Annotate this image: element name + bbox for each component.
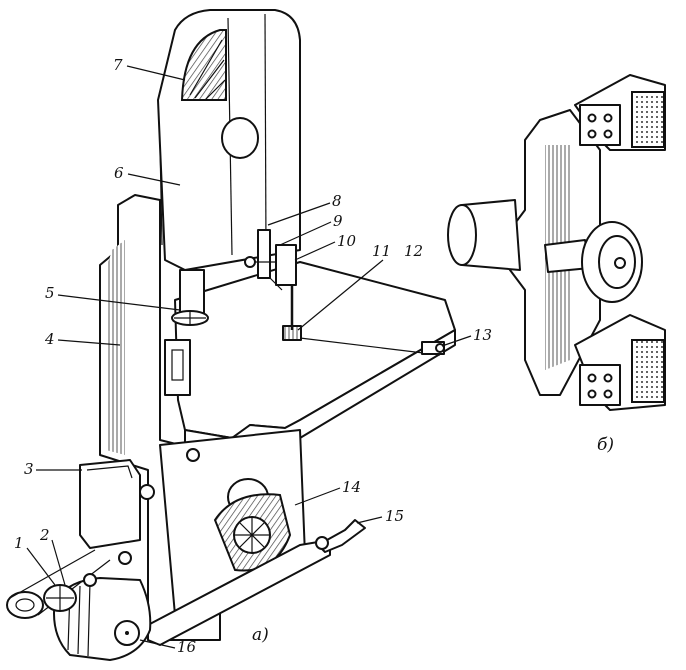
upper-wheel bbox=[180, 29, 227, 101]
clamp-bolt-icon bbox=[587, 129, 597, 139]
blade-guide-post bbox=[257, 229, 271, 279]
figure-captions: а) б) bbox=[252, 435, 614, 645]
brake-pedal-lever[interactable] bbox=[317, 519, 366, 553]
housing-seam-2 bbox=[264, 13, 267, 251]
label-14: 14 bbox=[342, 478, 361, 496]
tension-handwheel-spokes bbox=[46, 586, 74, 610]
clamp-plate-top bbox=[579, 104, 621, 146]
leader-lines bbox=[26, 65, 472, 649]
label-12: 12 bbox=[404, 242, 423, 260]
machine-base bbox=[147, 539, 331, 646]
wooden-block-bottom bbox=[631, 339, 665, 403]
wooden-block-top bbox=[631, 91, 665, 148]
column-gauge bbox=[164, 339, 191, 396]
label-10: 10 bbox=[337, 232, 357, 250]
blade-guide-detail bbox=[447, 74, 666, 411]
clamp-bolt-icon bbox=[603, 389, 613, 399]
housing-knob-icon bbox=[186, 448, 200, 462]
label-6: 6 bbox=[114, 164, 124, 182]
upper-wheel-spokes bbox=[189, 39, 226, 101]
upper-shaft-boss bbox=[221, 117, 259, 159]
column-gauge-window bbox=[171, 349, 184, 381]
switch-knob-icon[interactable] bbox=[139, 484, 155, 500]
label-8: 8 bbox=[332, 192, 342, 210]
column-hatch bbox=[106, 240, 125, 455]
belt-pulley-inner bbox=[15, 598, 35, 612]
band-saw-machine bbox=[6, 9, 456, 661]
belt-pulley bbox=[6, 591, 44, 619]
label-7: 7 bbox=[113, 56, 123, 74]
label-11: 11 bbox=[372, 242, 391, 260]
clamp-bolt-icon bbox=[587, 113, 597, 123]
clamp-bolt-icon bbox=[587, 373, 597, 383]
table-slot bbox=[299, 337, 441, 356]
clamp-bolt-icon bbox=[603, 373, 613, 383]
switch-box-lid bbox=[86, 465, 133, 479]
clamp-bolt-icon bbox=[587, 389, 597, 399]
caption-b: б) bbox=[597, 435, 614, 455]
label-4: 4 bbox=[44, 330, 55, 348]
lower-guide-post bbox=[179, 269, 205, 316]
blade-guard-rod bbox=[159, 144, 163, 246]
guide-knob-icon[interactable] bbox=[244, 256, 256, 268]
label-5: 5 bbox=[45, 284, 55, 302]
label-9: 9 bbox=[333, 212, 343, 230]
label-13: 13 bbox=[473, 326, 492, 344]
guide-clamp bbox=[256, 261, 283, 291]
tension-bolt-icon-2 bbox=[118, 551, 132, 565]
caption-a: а) bbox=[252, 625, 269, 645]
label-1: 1 bbox=[14, 534, 24, 552]
clamp-plate-bottom bbox=[579, 364, 621, 406]
motor-fan-center bbox=[125, 631, 129, 635]
tension-bolt-icon bbox=[83, 573, 97, 587]
label-15: 15 bbox=[385, 507, 404, 525]
tilt-handwheel-spokes bbox=[174, 311, 206, 325]
lower-wheel-spokes bbox=[234, 517, 270, 553]
switch-box[interactable] bbox=[79, 459, 141, 549]
label-3: 3 bbox=[24, 460, 34, 478]
support-roller-axle-icon bbox=[614, 257, 626, 269]
clamp-bolt-icon bbox=[603, 129, 613, 139]
label-16: 16 bbox=[177, 638, 197, 656]
clamp-bolt-icon bbox=[603, 113, 613, 123]
blade-guide-block bbox=[275, 244, 297, 286]
guide-shaft-end bbox=[447, 204, 477, 266]
pedal-pivot-icon bbox=[315, 536, 329, 550]
part-labels: 1 2 3 4 5 6 7 8 9 10 11 12 13 14 15 16 bbox=[14, 56, 492, 656]
label-2: 2 bbox=[39, 526, 50, 544]
